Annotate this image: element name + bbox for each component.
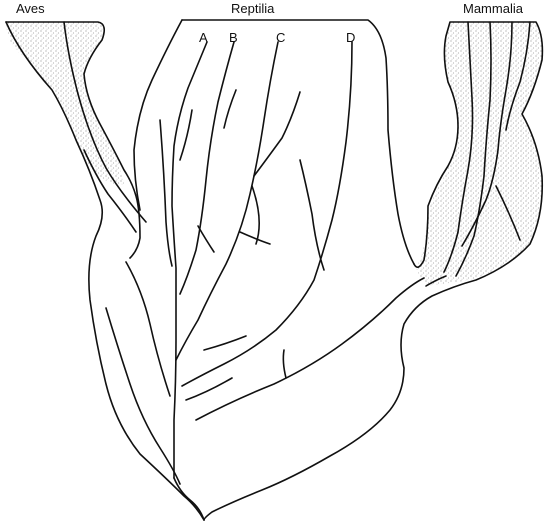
lineage-c-label: C bbox=[276, 31, 285, 44]
synapsid-stem bbox=[196, 278, 424, 420]
lineage-b-side-2 bbox=[198, 226, 214, 252]
lineage-a-side-1 bbox=[180, 110, 192, 160]
mammalia-shaded-region bbox=[416, 22, 542, 286]
lineage-b bbox=[180, 42, 234, 294]
aves-shaded-region bbox=[6, 22, 124, 184]
aves-label: Aves bbox=[16, 2, 45, 15]
lineage-d-label: D bbox=[346, 31, 355, 44]
lineage-b-side-1 bbox=[224, 90, 236, 128]
lineage-c-side-3 bbox=[240, 232, 270, 244]
basal-branch-right bbox=[186, 378, 232, 400]
lineage-a-side-2 bbox=[160, 120, 172, 266]
outline-reptilia-top bbox=[182, 20, 414, 264]
lineage-a bbox=[172, 42, 207, 478]
synapsid-stem-branch bbox=[283, 350, 286, 378]
outline-reptilia-left bbox=[134, 20, 182, 210]
lineage-b-label: B bbox=[229, 31, 238, 44]
lineage-c-side-2 bbox=[252, 186, 259, 244]
lineage-d-side-2 bbox=[204, 336, 246, 350]
lineage-a-label: A bbox=[199, 31, 208, 44]
basal-branch-left-2 bbox=[126, 262, 170, 396]
lineage-c-side-1 bbox=[254, 92, 300, 176]
lineage-c bbox=[176, 42, 278, 360]
lineage-d-side-1 bbox=[300, 160, 324, 270]
lineage-d bbox=[182, 42, 352, 386]
reptilia-label: Reptilia bbox=[231, 2, 274, 15]
mammalia-label: Mammalia bbox=[463, 2, 523, 15]
